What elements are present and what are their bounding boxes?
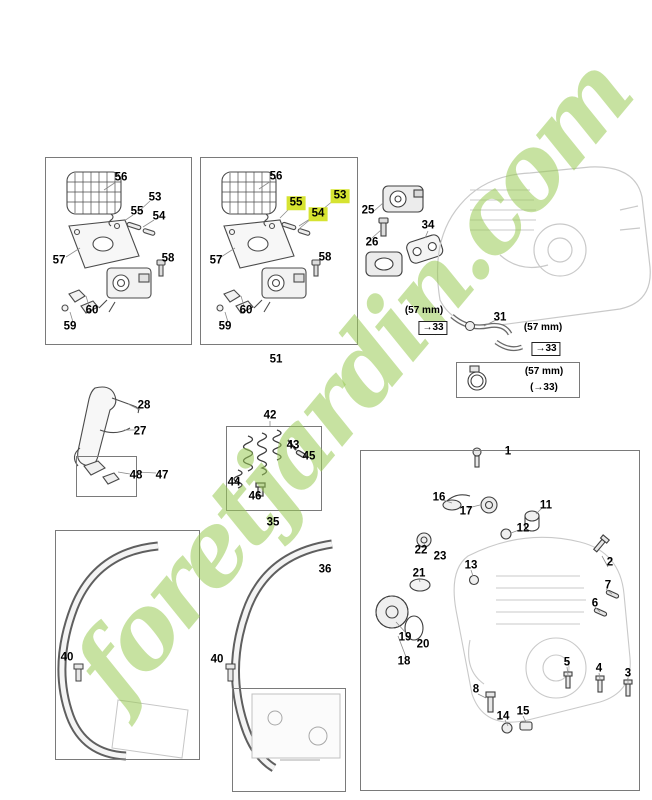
part-label-43[interactable]: 43 [286, 439, 300, 452]
part-label-b-53-highlighted[interactable]: 53 [330, 189, 350, 203]
ref-33-paren[interactable]: (→33) [530, 382, 558, 393]
part-label-46[interactable]: 46 [248, 490, 262, 503]
part-label-48[interactable]: 48 [129, 469, 143, 482]
part-label-31[interactable]: 31 [493, 311, 507, 324]
part-label-44[interactable]: 44 [227, 476, 241, 489]
group-label-35[interactable]: 35 [266, 516, 280, 529]
part-label-17[interactable]: 17 [459, 505, 473, 518]
part-label-23[interactable]: 23 [433, 550, 447, 563]
part-label-36[interactable]: 36 [318, 563, 332, 576]
part-label-a-56[interactable]: 56 [114, 171, 128, 184]
callout-57mm-1: (57 mm) [404, 305, 444, 316]
handlebar-right-drawing [225, 539, 341, 772]
part-label-28[interactable]: 28 [137, 399, 151, 412]
part-label-25[interactable]: 25 [361, 204, 375, 217]
group-box-springs [226, 426, 322, 511]
part-label-19[interactable]: 19 [398, 631, 412, 644]
part-label-13[interactable]: 13 [464, 559, 478, 572]
part-label-b-56[interactable]: 56 [269, 170, 283, 183]
part-label-12[interactable]: 12 [516, 522, 530, 535]
part-label-a-59[interactable]: 59 [63, 320, 77, 333]
part-label-b-54-highlighted[interactable]: 54 [308, 207, 328, 221]
ref-33-box-1[interactable]: →33 [418, 321, 448, 335]
clamp-drawing [467, 365, 487, 391]
part-label-b-57[interactable]: 57 [209, 254, 223, 267]
part-label-26[interactable]: 26 [365, 236, 379, 249]
part-label-21[interactable]: 21 [412, 567, 426, 580]
hose-drawings [450, 314, 523, 352]
group-box-a [45, 157, 192, 345]
powerhead-parts-drawing [375, 447, 633, 734]
group-box-b [200, 157, 358, 345]
part-label-4[interactable]: 4 [595, 662, 603, 675]
part-label-14[interactable]: 14 [496, 710, 510, 723]
part-label-5[interactable]: 5 [563, 656, 571, 669]
part-label-40-mid[interactable]: 40 [210, 653, 224, 666]
part-label-18[interactable]: 18 [397, 655, 411, 668]
callout-57mm-3: (57 mm) [524, 366, 564, 377]
part-label-16[interactable]: 16 [432, 491, 446, 504]
part-label-27[interactable]: 27 [133, 425, 147, 438]
group-box-powerhead [360, 450, 640, 791]
part-label-a-57[interactable]: 57 [52, 254, 66, 267]
part-label-7[interactable]: 7 [604, 579, 612, 592]
group-box-handlebar-mount [232, 688, 346, 792]
engine-faded-drawing [436, 166, 651, 327]
part-label-15[interactable]: 15 [516, 705, 530, 718]
part-label-42[interactable]: 42 [263, 409, 277, 422]
part-label-3[interactable]: 3 [624, 667, 632, 680]
handle-trigger-drawing [73, 386, 140, 485]
part-label-11[interactable]: 11 [539, 499, 553, 512]
part-label-b-55-highlighted[interactable]: 55 [286, 196, 306, 210]
part-label-b-59[interactable]: 59 [218, 320, 232, 333]
springs-drawing [233, 429, 307, 497]
handlebar-left-drawing [57, 541, 189, 761]
group-box-handlebar-left [55, 530, 200, 760]
muffler-carb-drawing [365, 185, 444, 277]
leader-lines [65, 180, 629, 727]
group-box-trigger [76, 456, 137, 497]
group-box-clamp [456, 362, 580, 398]
part-label-34[interactable]: 34 [421, 219, 435, 232]
part-label-b-60[interactable]: 60 [239, 304, 253, 317]
part-label-6[interactable]: 6 [591, 597, 599, 610]
ref-33-box-2[interactable]: →33 [531, 342, 561, 356]
part-label-a-55[interactable]: 55 [130, 205, 144, 218]
group-label-51[interactable]: 51 [269, 353, 283, 366]
part-label-b-58[interactable]: 58 [318, 251, 332, 264]
part-label-a-60[interactable]: 60 [85, 304, 99, 317]
part-label-45[interactable]: 45 [302, 450, 316, 463]
part-label-a-54[interactable]: 54 [152, 210, 166, 223]
part-label-20[interactable]: 20 [416, 638, 430, 651]
part-label-47[interactable]: 47 [155, 469, 169, 482]
part-label-8[interactable]: 8 [472, 683, 480, 696]
part-label-22[interactable]: 22 [414, 544, 428, 557]
part-label-1[interactable]: 1 [504, 445, 512, 458]
callout-57mm-2: (57 mm) [523, 322, 563, 333]
part-label-2[interactable]: 2 [606, 556, 614, 569]
part-label-a-53[interactable]: 53 [148, 191, 162, 204]
part-label-a-58[interactable]: 58 [161, 252, 175, 265]
part-label-40-left[interactable]: 40 [60, 651, 74, 664]
